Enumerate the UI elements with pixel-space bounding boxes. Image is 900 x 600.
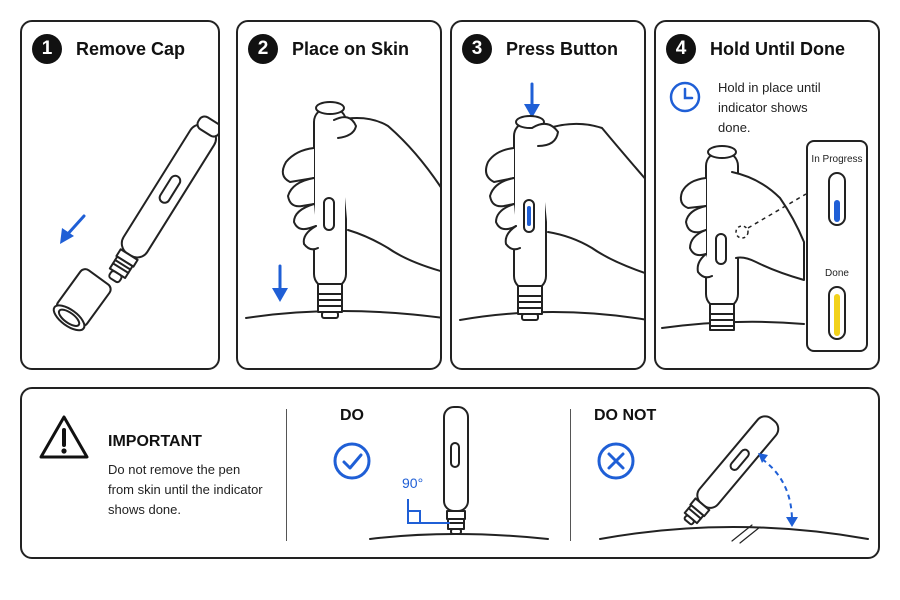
do-label: DO (340, 407, 364, 424)
step-number: 2 (248, 34, 278, 64)
press-button-illustration (459, 82, 644, 321)
status-in-progress-label: In Progress (811, 154, 863, 165)
remove-cap-illustration (52, 115, 218, 332)
indicator-status-box: In Progress Done (806, 140, 868, 352)
important-text: Do not remove the pen from skin until th… (108, 462, 263, 517)
arrow-down-icon (524, 104, 540, 118)
important-title: IMPORTANT (108, 433, 202, 450)
step-number: 1 (32, 34, 62, 64)
step-title: Remove Cap (76, 38, 186, 59)
arrow-icon (60, 228, 74, 244)
step-number: 4 (666, 34, 696, 64)
step-3-panel: 3 Press Button (450, 20, 646, 370)
indicator-fill-yellow (834, 294, 840, 336)
divider (570, 409, 571, 541)
step-number: 3 (462, 34, 492, 64)
step-4-panel: 4 Hold Until Done Hold in place until in… (654, 20, 880, 370)
x-circle-icon (597, 442, 635, 480)
step-1-header: 1 Remove Cap (32, 34, 185, 64)
step-title: Hold Until Done (710, 38, 845, 59)
angle-label: 90° (402, 475, 424, 491)
clock-icon (669, 81, 701, 113)
step-title: Place on Skin (292, 38, 410, 59)
indicator-window-done (828, 286, 846, 340)
do-not-label: DO NOT (594, 407, 657, 424)
indicator-fill-blue (834, 200, 840, 222)
step-2-header: 2 Place on Skin (248, 34, 409, 64)
step-4-note: Hold in place until indicator shows done… (718, 80, 821, 135)
divider (286, 409, 287, 541)
do-illustration (369, 406, 549, 540)
do-not-illustration (599, 415, 869, 544)
step-1-panel: 1 Remove Cap (20, 20, 220, 370)
status-done-label: Done (825, 268, 849, 279)
guidance-panel: IMPORTANT Do not remove the pen from ski… (20, 387, 880, 559)
step-3-header: 3 Press Button (462, 34, 618, 64)
place-on-skin-illustration (245, 101, 440, 319)
check-circle-icon (333, 442, 371, 480)
warning-icon (39, 415, 89, 459)
step-title: Press Button (506, 38, 619, 59)
step-4-header: 4 Hold Until Done (666, 34, 845, 64)
indicator-window-in-progress (828, 172, 846, 226)
step-2-panel: 2 Place on Skin (236, 20, 442, 370)
arrow-down-icon (272, 288, 288, 302)
